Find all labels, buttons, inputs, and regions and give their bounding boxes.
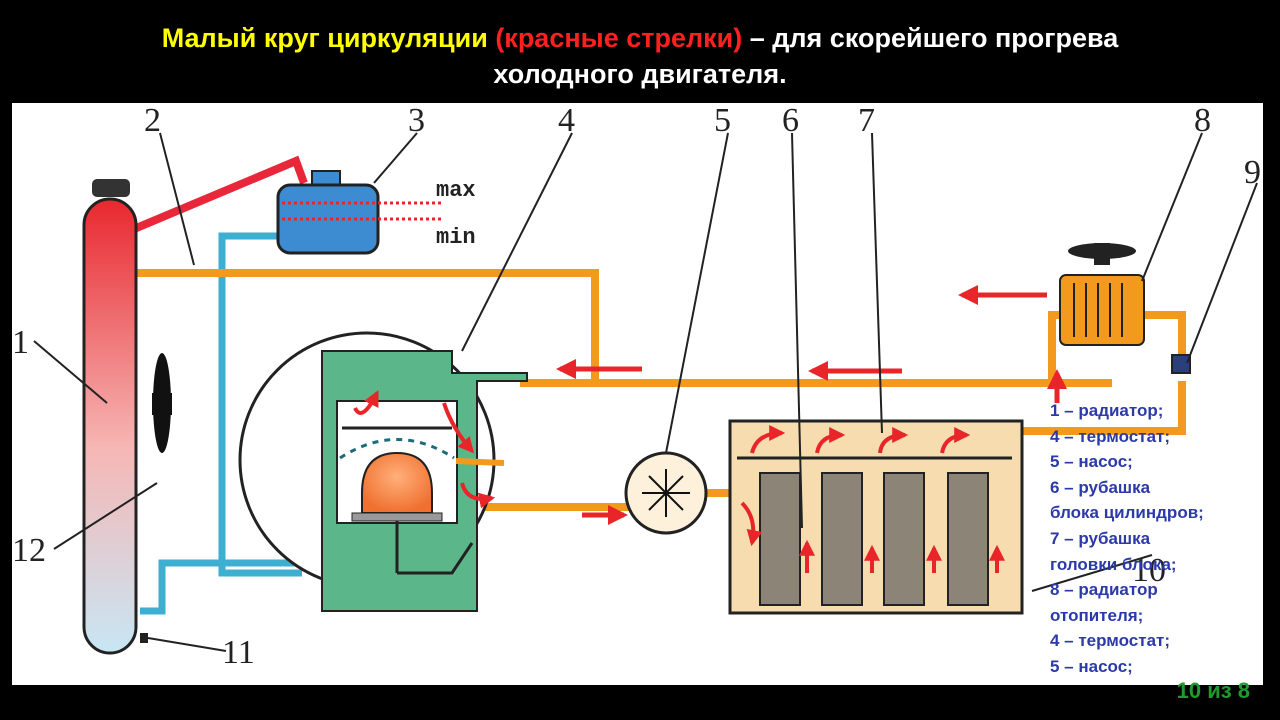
callout-3: 3 (408, 103, 425, 139)
slide-counter: 10 из 8 (1176, 678, 1250, 703)
callout-leaders (33, 132, 1258, 652)
title-part-3: – для скорейшего прогрева (742, 23, 1119, 53)
title-red-arrows: (красные стрелки) (495, 23, 743, 53)
block-flow-arrows (740, 425, 1005, 573)
title-line-1: Малый круг циркуляции (красные стрелки) … (0, 20, 1280, 56)
callout-1: 1 (12, 324, 29, 361)
callout-12: 12 (12, 532, 46, 569)
engine-block (728, 419, 1024, 615)
legend-item: 4 – термостат; (1050, 426, 1171, 446)
callout-4: 4 (558, 103, 575, 139)
legend-item: 5 – насос; (1050, 656, 1133, 676)
callout-7: 7 (858, 103, 875, 139)
legend: 1 – радиатор; 4 – термостат; 5 – насос; … (1050, 398, 1265, 680)
radiator-vent-pipe (132, 155, 308, 233)
callout-10: 10 (1132, 552, 1166, 589)
callout-5: 5 (714, 103, 731, 139)
tank-level-min: min (436, 225, 476, 250)
cooling-system-diagram: max min (12, 103, 1263, 685)
legend-item: 5 – насос; (1050, 452, 1133, 472)
diagram-canvas: max min (12, 103, 1261, 671)
cold-coolant-pipes (140, 232, 302, 615)
radiator (82, 179, 148, 655)
thermostat-detail (238, 331, 528, 612)
callout-11: 11 (222, 634, 255, 671)
small-circuit-arrows (556, 285, 1067, 525)
legend-item: отопителя; (1050, 605, 1144, 625)
callout-6: 6 (782, 103, 799, 139)
legend-item: 4 – термостат; (1050, 631, 1171, 651)
callout-9: 9 (1244, 154, 1261, 191)
callout-8: 8 (1194, 103, 1211, 139)
legend-item: 6 – рубашка (1050, 477, 1151, 497)
cooling-fan (152, 353, 172, 453)
heater-valve (1171, 354, 1191, 374)
title-line-2: холодного двигателя. (493, 59, 787, 89)
expansion-tank: max min (276, 170, 476, 255)
legend-item: 7 – рубашка (1050, 528, 1151, 548)
legend-item: 1 – радиатор; (1050, 401, 1164, 420)
water-pump (624, 451, 708, 535)
slide-title: Малый круг циркуляции (красные стрелки) … (0, 20, 1280, 92)
heater-core (1059, 243, 1145, 346)
callout-2: 2 (144, 103, 161, 139)
tank-level-max: max (436, 178, 476, 203)
legend-item: 8 – радиатор (1050, 580, 1158, 600)
legend-item: головки блока; (1050, 554, 1177, 574)
cylinders (759, 472, 989, 606)
legend-item: блока цилиндров; (1050, 503, 1204, 523)
title-part-1: Малый круг циркуляции (161, 23, 496, 53)
